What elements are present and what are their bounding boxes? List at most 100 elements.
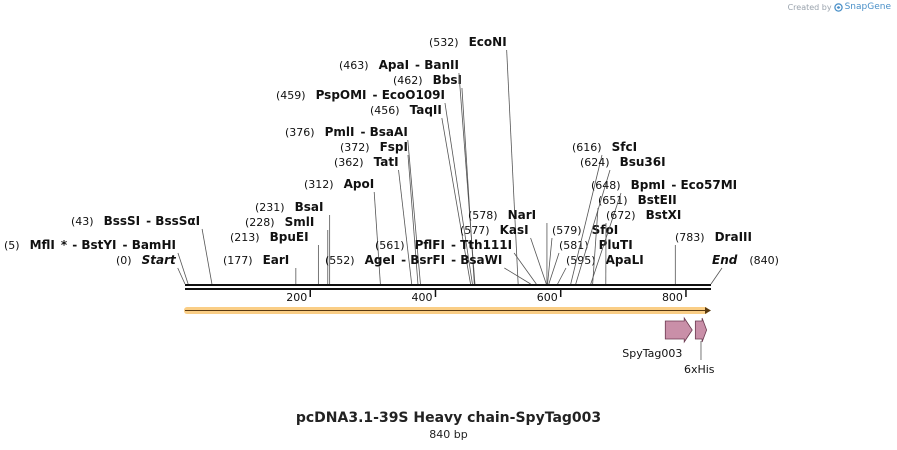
site-position: (783)	[675, 231, 705, 244]
enzyme-name[interactable]: PflFI	[415, 238, 445, 252]
site-leader-line	[557, 267, 567, 285]
enzyme-name[interactable]: - BssSαI	[146, 214, 200, 228]
enzyme-name[interactable]: NarI	[508, 208, 537, 222]
site-position: (372)	[340, 141, 370, 154]
site-leader-line	[373, 191, 381, 285]
site-26: (651)BstEII	[592, 193, 677, 285]
site-position: (43)	[71, 215, 94, 228]
enzyme-name[interactable]: TaqII	[410, 103, 442, 117]
site-leader-line	[548, 252, 560, 285]
orf-track	[184, 307, 711, 314]
site-2: (43) BssSI - BssSαI	[71, 214, 213, 285]
enzyme-name[interactable]: DraIII	[715, 230, 752, 244]
site-leader-line	[201, 228, 213, 285]
site-12: (459) PspOMI - EcoO109I	[276, 88, 473, 285]
site-position: (459)	[276, 89, 306, 102]
site-5: (228)SmlI	[245, 215, 329, 284]
enzyme-name[interactable]: BstXI	[646, 208, 682, 222]
site-position: (840)	[749, 254, 779, 267]
enzyme-name[interactable]: ApaLI	[606, 253, 644, 267]
feature-arrow-icon[interactable]	[664, 316, 693, 344]
enzyme-name[interactable]: - BstYI	[72, 238, 116, 252]
site-leader-line	[177, 267, 186, 285]
site-position: (231)	[255, 201, 285, 214]
ruler-tick-label: 600	[537, 291, 558, 304]
site-position: (312)	[304, 178, 334, 191]
start-label[interactable]: Start	[142, 253, 177, 267]
enzyme-name[interactable]: - BsaAI	[360, 125, 407, 139]
site-position: (561)	[375, 239, 405, 252]
site-11: (456) TaqII	[370, 103, 471, 285]
end-label[interactable]: End	[712, 253, 738, 267]
enzyme-name[interactable]: *	[61, 238, 68, 252]
enzyme-name[interactable]: - BamHI	[123, 238, 176, 252]
site-22: (595)ApaLI	[557, 253, 644, 285]
site-8: (362)TatI	[334, 155, 413, 285]
map-title: pcDNA3.1-39S Heavy chain-SpyTag003	[295, 410, 602, 426]
site-leader-line	[506, 49, 519, 285]
feature-arrow-icon[interactable]	[694, 317, 708, 343]
enzyme-name[interactable]: - BanII	[415, 58, 459, 72]
map-length: 840 bp	[429, 428, 468, 441]
site-leader-line	[444, 102, 473, 285]
site-leader-line	[441, 117, 471, 285]
site-position: (456)	[370, 104, 400, 117]
orf-arrowhead-icon	[705, 307, 711, 314]
site-position: (578)	[468, 209, 498, 222]
enzyme-name[interactable]: - BsaWI	[451, 253, 502, 267]
enzyme-name[interactable]: EcoNI	[469, 35, 507, 49]
enzyme-name[interactable]: BpmI	[631, 178, 666, 192]
enzyme-name[interactable]: BstEII	[638, 193, 677, 207]
enzyme-name[interactable]: Bsu36I	[620, 155, 666, 169]
site-position: (552)	[325, 254, 355, 267]
enzyme-name[interactable]: - BsrFI	[401, 253, 445, 267]
site-3: (177)EarI	[223, 253, 297, 284]
enzyme-name[interactable]: SfcI	[612, 140, 637, 154]
enzyme-name[interactable]: - EcoO109I	[373, 88, 445, 102]
feature-6xhis[interactable]: 6xHis	[684, 317, 715, 376]
enzyme-name[interactable]: BbsI	[433, 73, 462, 87]
site-leader-line	[458, 72, 476, 285]
enzyme-name[interactable]: MflI	[30, 238, 55, 252]
feature-spytag003[interactable]: SpyTag003	[622, 316, 693, 360]
site-position: (532)	[429, 36, 459, 49]
site-position: (5)	[4, 239, 20, 252]
enzyme-name[interactable]: PmlI	[325, 125, 355, 139]
enzyme-name[interactable]: - Tth111I	[451, 238, 512, 252]
site-position: (672)	[606, 209, 636, 222]
site-14: (463)ApaI- BanII	[339, 58, 476, 285]
enzyme-name[interactable]: BsaI	[295, 200, 324, 214]
enzyme-name[interactable]: ApoI	[344, 177, 375, 191]
enzyme-name[interactable]: FspI	[380, 140, 408, 154]
credit-prefix: Created by	[787, 2, 832, 12]
enzyme-name[interactable]: TatI	[374, 155, 399, 169]
site-position: (581)	[559, 239, 589, 252]
enzyme-name[interactable]: PluTI	[599, 238, 633, 252]
enzyme-name[interactable]: SmlI	[285, 215, 315, 229]
feature-label: SpyTag003	[622, 347, 682, 360]
site-position: (462)	[393, 74, 423, 87]
site-28: (783) DraIII	[674, 230, 752, 284]
snapgene-credit: Created by SnapGene	[788, 2, 891, 12]
site-leader-line	[710, 267, 723, 285]
enzyme-name[interactable]: AgeI	[365, 253, 395, 267]
site-15: (532) EcoNI	[429, 35, 519, 285]
enzyme-name[interactable]: - Eco57MI	[671, 178, 737, 192]
site-position: (624)	[580, 156, 610, 169]
site-position: (648)	[591, 179, 621, 192]
site-leader-line	[530, 237, 547, 285]
enzyme-name[interactable]: ApaI	[379, 58, 409, 72]
enzyme-name[interactable]: PspOMI	[316, 88, 367, 102]
site-leader-line	[398, 169, 413, 285]
site-16: (552) AgeI - BsrFI - BsaWI	[325, 253, 531, 285]
enzyme-name[interactable]: BssSI	[104, 214, 141, 228]
site-position: (616)	[572, 141, 602, 154]
site-19: (578) NarI	[468, 208, 548, 284]
enzyme-name[interactable]: SfoI	[592, 223, 619, 237]
site-7: (312) ApoI	[304, 177, 381, 285]
enzyme-name[interactable]: KasI	[500, 223, 529, 237]
enzyme-name[interactable]: EarI	[263, 253, 290, 267]
enzyme-name[interactable]: BpuEI	[270, 230, 309, 244]
site-23: (616) SfcI	[570, 140, 637, 285]
